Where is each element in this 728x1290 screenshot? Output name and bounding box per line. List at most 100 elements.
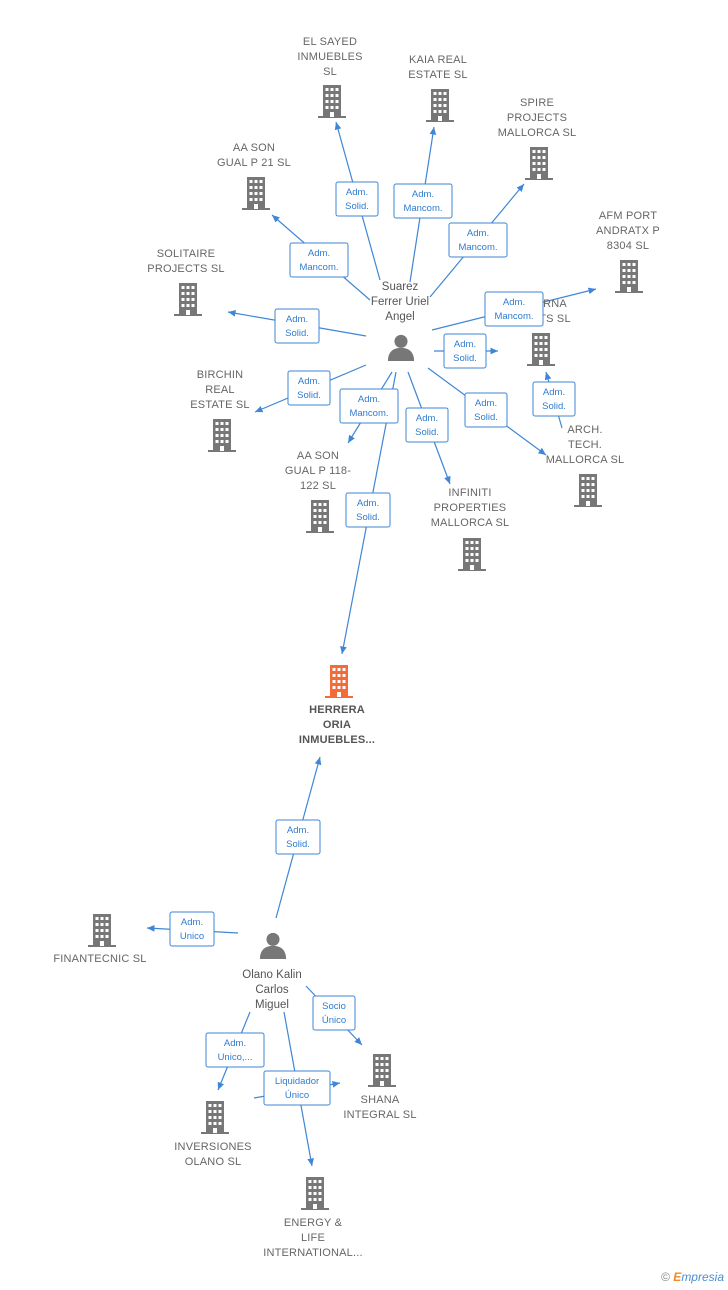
tag-label: Adm.Mancom. [349,394,388,419]
relation-tag-kaia[interactable]: Adm.Mancom. [393,183,453,219]
tag-label: Adm.Unico,... [218,1038,253,1063]
relation-tag-birchin[interactable]: Adm.Solid. [287,370,331,406]
building-icon [325,665,353,698]
relation-tag-infiniti[interactable]: Adm.Solid. [405,407,449,443]
building-icon [88,914,116,947]
footer-brand[interactable]: © Empresia [661,1270,724,1284]
tag-box [335,181,379,217]
tag-box [464,392,508,428]
person-icon [387,334,415,361]
building-icon [201,1101,229,1134]
tag-label: Adm.Mancom. [458,228,497,253]
tag-box [405,407,449,443]
relation-tag-aa-son-118[interactable]: Adm.Mancom. [339,388,399,424]
relation-tag-aa-son-21[interactable]: Adm.Mancom. [289,242,349,278]
tag-box [169,911,215,947]
company-label: ARCH.TECH.MALLORCA SL [546,424,625,466]
relation-tag-inversiones[interactable]: Adm.Unico,... [205,1032,265,1068]
relation-tag-solitaire[interactable]: Adm.Solid. [274,308,320,344]
company-finantecnic[interactable]: FINANTECNIC SL [53,914,146,965]
relation-tag-finantecnic[interactable]: Adm.Unico [169,911,215,947]
tag-label: Adm.Solid. [415,413,439,438]
relation-tag-arch[interactable]: Adm.Solid. [464,392,508,428]
company-arch[interactable]: ARCH.TECH.MALLORCA SL [546,424,625,507]
tag-label: Adm.Mancom. [299,248,338,273]
building-icon [208,419,236,452]
building-icon [525,147,553,180]
tag-label: Adm.Mancom. [403,189,442,214]
relation-tag-spire[interactable]: Adm.Mancom. [448,222,508,258]
building-icon [426,89,454,122]
tag-box [484,291,544,327]
tag-label: Adm.Solid. [453,339,477,364]
tag-box [275,819,321,855]
building-icon [174,283,202,316]
relation-tag-afm[interactable]: Adm.Mancom. [484,291,544,327]
tag-box [205,1032,265,1068]
building-icon [458,538,486,571]
tag-box [289,242,349,278]
building-icon [318,85,346,118]
tag-label: Adm.Solid. [474,398,498,423]
relation-tag-rna[interactable]: Adm.Solid. [443,333,487,369]
tag-box [448,222,508,258]
relation-tag-herrera-olano[interactable]: Adm.Solid. [275,819,321,855]
relation-tag-el-sayed[interactable]: Adm.Solid. [335,181,379,217]
tag-label: Adm.Solid. [285,314,309,339]
tag-label: Adm.Mancom. [494,297,533,322]
relation-tag-arch-rna[interactable]: Adm.Solid. [532,381,576,417]
tag-label: Adm.Solid. [356,498,380,523]
tag-label: Adm.Solid. [286,825,310,850]
relation-tag-herrera-suarez[interactable]: Adm.Solid. [345,492,391,528]
tag-box [274,308,320,344]
edges [146,121,597,1167]
company-label: FINANTECNIC SL [53,953,146,965]
building-icon [368,1054,396,1087]
relation-tags: Adm.Solid. Adm.Mancom. Adm.Mancom. Adm.Manc… [169,181,576,1106]
tag-box [287,370,331,406]
tag-label: Adm.Unico [180,917,204,942]
tag-box [339,388,399,424]
copyright-icon: © [661,1270,670,1284]
building-icon [527,333,555,366]
brand-name: mpresia [681,1270,724,1284]
tag-box [263,1070,331,1106]
brand-initial: E [673,1270,682,1284]
tag-label: Adm.Solid. [542,387,566,412]
building-icon [301,1177,329,1210]
